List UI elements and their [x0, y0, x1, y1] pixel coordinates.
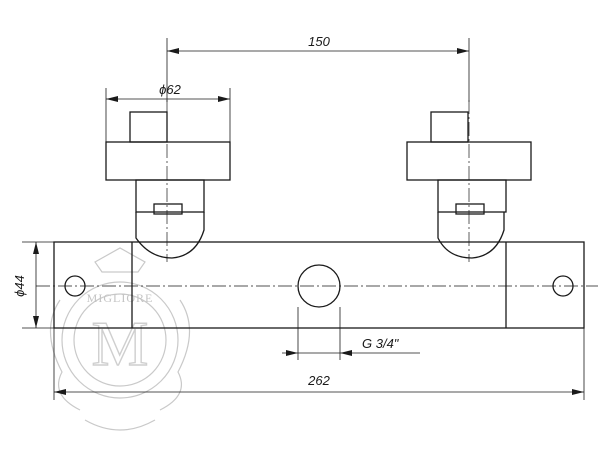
mixer-body [36, 241, 598, 329]
dimension-body-diameter: ϕ44 [12, 241, 54, 329]
right-mount-hole [552, 275, 574, 297]
left-handle-neck [135, 212, 205, 259]
watermark-ornament-right [159, 299, 191, 411]
diam62-arrow-left [106, 96, 118, 102]
length-label: 262 [307, 373, 330, 388]
body-outline [53, 241, 585, 329]
left-handle-collar [135, 179, 205, 213]
diam44-arrow-bottom [33, 316, 39, 328]
outlet-port [297, 264, 341, 308]
spacing-arrow-right [457, 48, 469, 54]
watermark-crown [94, 247, 146, 273]
watermark-ribbon [84, 419, 156, 431]
dimension-inlet-thread: G 3/4" [282, 307, 420, 360]
left-handle-knob [105, 141, 231, 181]
diam44-arrow-top [33, 242, 39, 254]
dimension-overall-length: 262 [53, 328, 585, 400]
diam62-arrow-right [218, 96, 230, 102]
diam44-label: ϕ44 [12, 275, 27, 297]
length-arrow-left [54, 389, 66, 395]
dimension-handle-spacing: 150 [166, 34, 470, 102]
thread-label: G 3/4" [362, 336, 400, 351]
thread-arrow-left [286, 350, 298, 356]
left-handle [105, 100, 231, 262]
diam62-label: ϕ62 [159, 82, 181, 97]
length-arrow-right [572, 389, 584, 395]
spacing-label: 150 [308, 34, 330, 49]
spacing-arrow-left [167, 48, 179, 54]
left-mount-hole [64, 275, 86, 297]
watermark-brand-text: MIGLIORE [87, 291, 154, 305]
watermark-ornament-left [49, 299, 81, 411]
left-handle-stem [129, 111, 168, 143]
right-handle-stem [430, 111, 469, 143]
thread-arrow-right [340, 350, 352, 356]
left-handle-nut [153, 203, 183, 215]
watermark-monogram: M [92, 308, 149, 379]
brand-watermark: M MIGLIORE [49, 247, 191, 431]
watermark-inner-ring [73, 293, 167, 387]
dimension-handle-diameter: ϕ62 [105, 82, 231, 142]
right-handle [406, 100, 532, 262]
right-handle-nut [455, 203, 485, 215]
right-handle-collar [437, 179, 507, 213]
watermark-ring [61, 281, 179, 399]
right-handle-neck [437, 212, 505, 259]
